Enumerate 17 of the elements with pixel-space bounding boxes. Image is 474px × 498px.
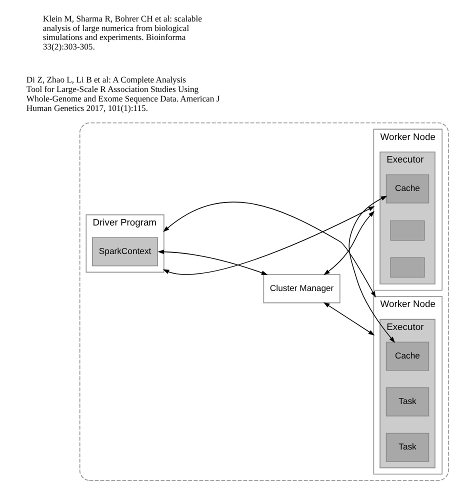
node-box: Cache: [386, 174, 430, 204]
cluster: [79, 122, 449, 481]
node-box: Task: [386, 432, 430, 462]
arrow: [158, 250, 268, 275]
arrow: [323, 302, 375, 336]
arrow: [163, 202, 376, 298]
node-box: [390, 257, 425, 278]
node-box: Task: [386, 387, 430, 416]
arrow: [324, 210, 375, 276]
node-box: Cache: [386, 342, 430, 371]
node-box: [390, 220, 425, 241]
arrow: [162, 206, 375, 275]
label: Klein M, Sharma R, Bohrer CH et al: scalable analysis of large numerica from biological simulations and experiments. Bioinforma 33(2):303-305.: [42, 13, 202, 52]
node-box: Cluster Manager: [263, 274, 340, 304]
label: Di Z, Zhao L, Li B et al: A Complete Analysis Tool for Large-Scale R Association Studies Using Whole-Genome and Exome Sequence Data. American J Human Genetics 2017, 101(1):115.: [26, 74, 220, 113]
arrow: [348, 196, 396, 343]
node-box: SparkContext: [92, 237, 158, 266]
